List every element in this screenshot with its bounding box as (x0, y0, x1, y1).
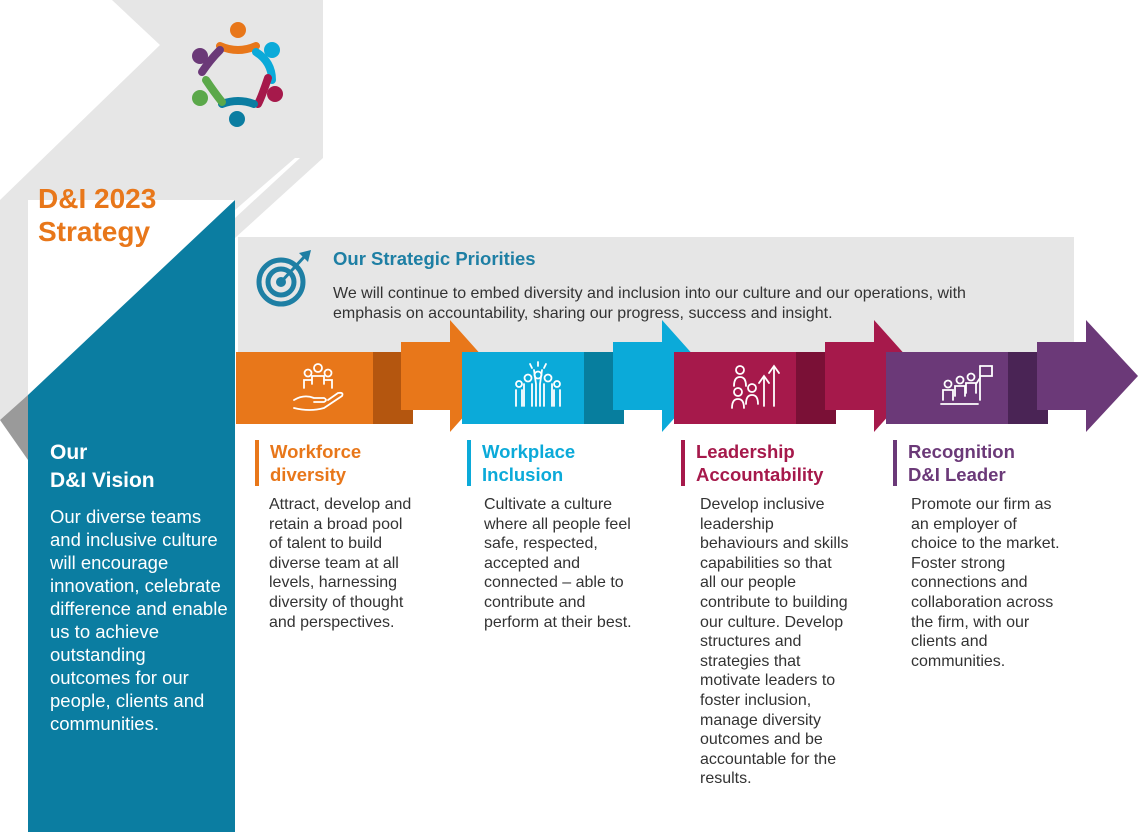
pillar-band-leadership (674, 352, 796, 424)
pillar-band-inclusion (462, 352, 584, 424)
vision-text: Our diverse teams and inclusive culture … (50, 506, 228, 734)
pillar-arrow-recognition (1037, 320, 1138, 432)
pillar-title-line1: Workplace (482, 441, 576, 462)
pillar-arrow-leadership (825, 320, 924, 432)
pillar-text-leadership: Develop inclusive leadership behaviours … (700, 496, 849, 788)
pillar-title-inclusion: Workplace Inclusion (467, 440, 575, 486)
vision-title-line2: D&I Vision (50, 469, 155, 492)
pillar-title-line2: D&I Leader (908, 464, 1006, 485)
vision-panel (28, 200, 235, 832)
pillar-title-line1: Workforce (270, 441, 362, 462)
pillar-title-recognition: Recognition D&I Leader (893, 440, 1015, 486)
pillar-text-workforce: Attract, develop and retain a broad pool… (269, 496, 412, 631)
vision-title: Our D&I Vision (50, 439, 155, 495)
people-growth-arrows-icon (731, 364, 780, 409)
people-circle-logo-icon (192, 22, 283, 127)
pillar-title-line2: Inclusion (482, 464, 564, 485)
pillar-title-line1: Leadership (696, 441, 795, 462)
priorities-band (238, 237, 1074, 352)
strategy-title-line2: Strategy (38, 216, 151, 247)
group-celebrating-icon (515, 361, 561, 407)
pillar-title-line2: Accountability (696, 464, 824, 485)
pillar-title-line2: diversity (270, 464, 347, 485)
pillar-arrow-workforce (401, 320, 500, 432)
pillar-arrow-inclusion (613, 320, 712, 432)
hand-with-people-icon (293, 363, 344, 411)
pillar-text-inclusion: Cultivate a culture where all people fee… (484, 496, 632, 631)
pillar-title-leadership: Leadership Accountability (681, 440, 823, 486)
target-icon (256, 250, 311, 307)
strategy-title-line1: D&I 2023 (38, 183, 157, 214)
priorities-title: Our Strategic Priorities (333, 248, 536, 269)
strategy-title: D&I 2023 Strategy (38, 182, 156, 248)
pillar-text-recognition: Promote our firm as an employer of choic… (911, 496, 1060, 670)
vision-title-line1: Our (50, 441, 88, 464)
pillar-title-workforce: Workforce diversity (255, 440, 361, 486)
arrow-shadow (0, 395, 28, 460)
team-with-flag-icon (940, 365, 993, 405)
pillar-title-line1: Recognition (908, 441, 1015, 462)
vision-notch (235, 158, 300, 218)
priorities-text: We will continue to embed diversity and … (333, 285, 966, 322)
